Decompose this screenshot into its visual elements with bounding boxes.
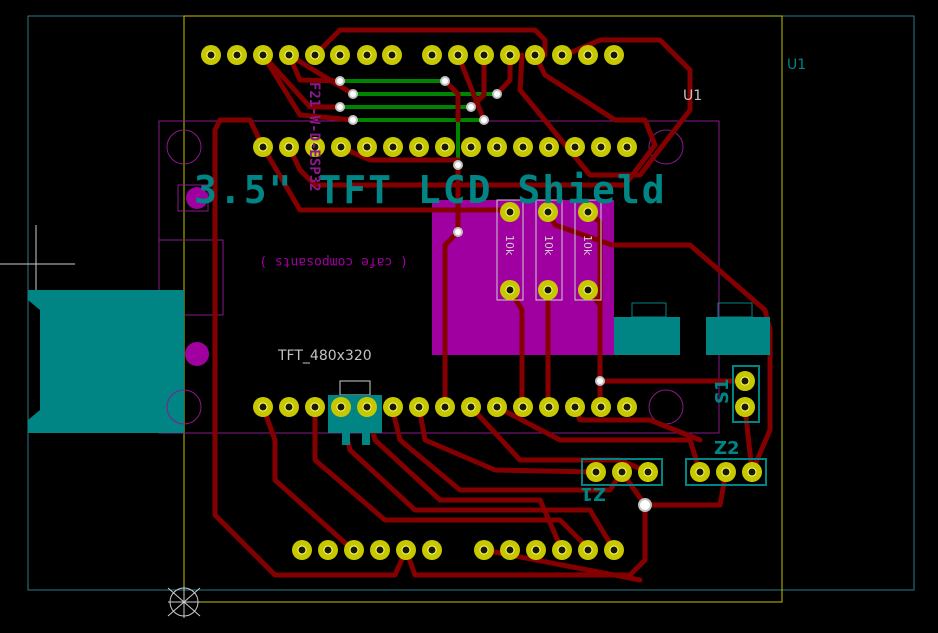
u1-label-top: U1 <box>683 88 702 104</box>
pad-drill <box>479 545 489 555</box>
pad-drill <box>440 142 450 152</box>
pad-drill <box>388 142 398 152</box>
pad-drill <box>622 142 632 152</box>
pad-drill <box>336 142 346 152</box>
resistor-value-3: 10k <box>581 235 594 256</box>
pad-drill <box>596 142 606 152</box>
board-subtitle: ( cafe composants ) <box>259 254 408 269</box>
pad-drill <box>440 402 450 412</box>
pad-drill <box>427 545 437 555</box>
pad-drill <box>557 50 567 60</box>
pad-drill <box>570 142 580 152</box>
pad-drill <box>362 50 372 60</box>
s1-label: S1 <box>712 379 733 405</box>
pad-drill <box>591 467 601 477</box>
u1-label-right: U1 <box>787 57 806 73</box>
pad-drill <box>362 402 372 412</box>
pad-drill <box>375 545 385 555</box>
pad-drill <box>544 402 554 412</box>
pad-drill <box>284 50 294 60</box>
pad-drill <box>596 402 606 412</box>
pad-drill <box>453 50 463 60</box>
board-outlines <box>27 15 915 603</box>
pad-drill <box>414 142 424 152</box>
pad-drill <box>518 402 528 412</box>
mounting-holes <box>166 129 684 425</box>
silk-pads <box>177 184 209 212</box>
pad-drill <box>544 142 554 152</box>
pad-drill <box>740 376 750 386</box>
pad-drill <box>401 545 411 555</box>
pad-drill <box>427 50 437 60</box>
z-footprints <box>581 458 767 486</box>
pad-drill <box>349 545 359 555</box>
board-title: 3.5" TFT LCD Shield <box>194 168 667 212</box>
z2-label: Z2 <box>714 438 740 459</box>
pad-drill <box>492 402 502 412</box>
pad-drill <box>297 545 307 555</box>
pad-drill <box>643 467 653 477</box>
pad-drill <box>518 142 528 152</box>
pad-drill <box>414 402 424 412</box>
pad-drill <box>258 142 268 152</box>
pad-drill <box>622 402 632 412</box>
pad-drill <box>388 402 398 412</box>
pad-drill <box>695 467 705 477</box>
pad-drill <box>492 142 502 152</box>
pad-drill <box>543 285 553 295</box>
tft-label: TFT_480x320 <box>277 348 372 364</box>
vias <box>335 76 652 512</box>
resistor-value-1: 10k <box>503 235 516 256</box>
pad-drill <box>583 285 593 295</box>
pad-drill <box>505 545 515 555</box>
pad-drill <box>531 545 541 555</box>
pad-drill <box>258 402 268 412</box>
pad-drill <box>466 142 476 152</box>
pad-drill <box>530 50 540 60</box>
vertical-ref: F21-W-D-ESP32 <box>306 82 322 192</box>
pad-drill <box>505 207 515 217</box>
pad-drill <box>335 50 345 60</box>
pad-drill <box>323 545 333 555</box>
pad-drill <box>206 50 216 60</box>
s1-footprint <box>732 365 760 423</box>
pad-drill <box>740 402 750 412</box>
pad-drill <box>583 207 593 217</box>
pad-drill <box>617 467 627 477</box>
pad-drill <box>310 142 320 152</box>
pad-drill <box>310 402 320 412</box>
sd-card-module <box>28 290 209 433</box>
pad-drill <box>466 402 476 412</box>
smd-blocks <box>614 302 770 355</box>
pad-drill <box>258 50 268 60</box>
pad-drill <box>557 545 567 555</box>
pad-drill <box>583 50 593 60</box>
through-hole-pads <box>201 45 762 560</box>
pad-drill <box>232 50 242 60</box>
resistor-value-2: 10k <box>542 235 555 256</box>
cursor-crosshair <box>0 225 75 300</box>
pad-drill <box>284 142 294 152</box>
pad-drill <box>570 402 580 412</box>
pad-drill <box>362 142 372 152</box>
pad-drill <box>505 50 515 60</box>
pad-drill <box>284 402 294 412</box>
pad-drill <box>543 207 553 217</box>
pad-drill <box>336 402 346 412</box>
origin-marker <box>167 586 201 618</box>
pad-drill <box>505 285 515 295</box>
pad-drill <box>609 50 619 60</box>
pad-drill <box>747 467 757 477</box>
z1-label: Z1 <box>580 483 606 504</box>
pad-drill <box>583 545 593 555</box>
pad-drill <box>479 50 489 60</box>
pad-drill <box>387 50 397 60</box>
pad-drill <box>310 50 320 60</box>
pad-drill <box>721 467 731 477</box>
pad-drill <box>609 545 619 555</box>
